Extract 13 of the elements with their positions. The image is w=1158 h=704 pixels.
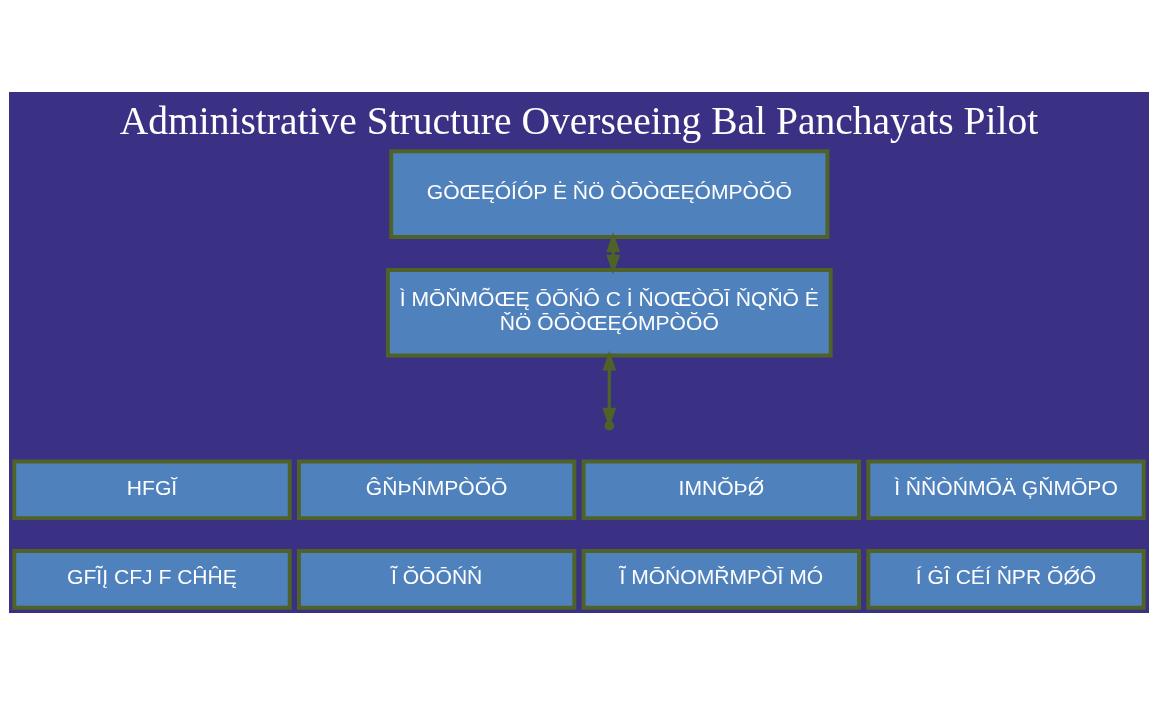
node-box: Ĩ MŌŃOMŘMPÒĪ MÓ xyxy=(581,548,862,610)
diagram-title: Administrative Structure Overseeing Bal Panchayats Pilot xyxy=(119,98,1039,143)
node-box: HFGĬ xyxy=(12,458,292,520)
node-box: ĜŇÞŃMPÒŎŌ xyxy=(296,458,577,520)
node-box: GFĨĮ CFJ F CĤĤĘ xyxy=(12,548,292,610)
node-box: GÒŒĘÓÍÓP Ė ŇÖ ÒŌÒŒĘÓMPÒŎŌ xyxy=(389,148,830,239)
arrow xyxy=(606,231,621,275)
arrow xyxy=(602,350,617,428)
node-box: Í ĠÎ CÉÍ ŇPR ŎǾÔ xyxy=(866,548,1146,610)
node-box: IMNŎÞǾ xyxy=(581,458,862,520)
node-box: Ì MŌŇMÕŒĘ ŌŌŃÔ C İ ŇOŒÒŌĪ ŇQŇŌ Ė ŇÖ ŌŌÒŒĘÓMPÒŎŌ xyxy=(385,267,833,358)
node-box: Ĩ ŎŌŌŃŇ xyxy=(296,548,577,610)
node-box: Ì ŇŇÒŃMŌÄ ĢŇMŌPO xyxy=(866,458,1146,520)
